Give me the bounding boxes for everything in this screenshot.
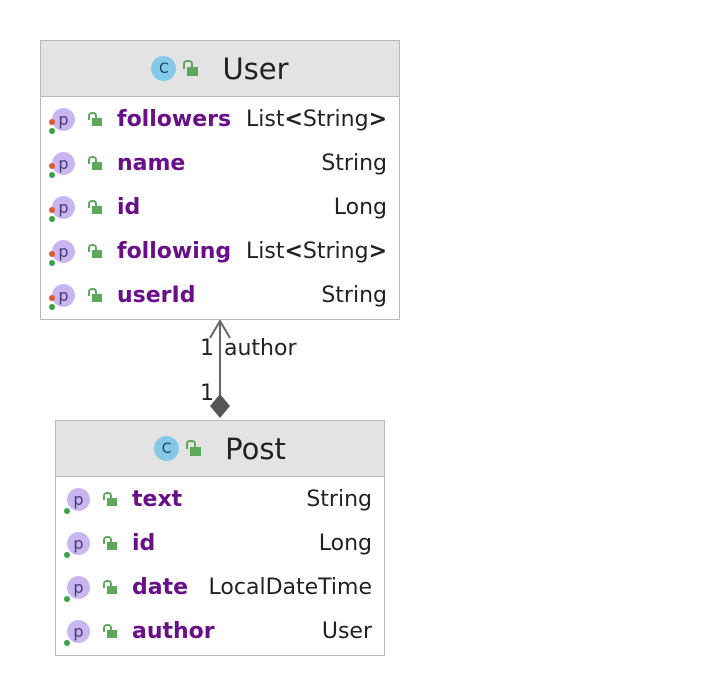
field-row[interactable]: p author User: [56, 609, 384, 653]
property-icon: p: [64, 619, 90, 646]
class-kind-icon: C: [154, 436, 180, 461]
class-box-post[interactable]: C Post p text String p id Long p date Lo…: [55, 420, 385, 656]
field-row[interactable]: p text String: [56, 477, 384, 521]
property-icon: p: [49, 195, 75, 222]
class-header: C Post: [56, 421, 384, 477]
public-visibility-icon: [103, 491, 118, 507]
field-row[interactable]: p id Long: [56, 521, 384, 565]
class-name: User: [222, 51, 289, 86]
field-row[interactable]: p id Long: [41, 185, 399, 229]
user-multiplicity-label: 1: [200, 336, 214, 361]
field-type: LocalDateTime: [208, 574, 372, 600]
public-visibility-icon: [88, 111, 103, 127]
field-type: Long: [318, 530, 372, 556]
public-visibility-icon: [88, 287, 103, 303]
property-icon: p: [49, 283, 75, 310]
field-row[interactable]: p userId String: [41, 273, 399, 317]
field-name: text: [132, 486, 183, 512]
public-visibility-icon: [88, 155, 103, 171]
field-name: id: [117, 194, 141, 220]
field-row[interactable]: p name String: [41, 141, 399, 185]
field-row[interactable]: p following List<String>: [41, 229, 399, 273]
post-multiplicity-label: 1: [200, 381, 214, 406]
property-icon: p: [49, 107, 75, 134]
field-name: name: [117, 150, 186, 176]
property-icon: p: [64, 487, 90, 514]
public-visibility-icon: [103, 579, 118, 595]
field-type: String: [321, 282, 387, 308]
public-visibility-icon: [103, 535, 118, 551]
class-header: C User: [41, 41, 399, 97]
association-role-label: author: [224, 336, 297, 361]
field-row[interactable]: p followers List<String>: [41, 97, 399, 141]
class-name: Post: [225, 431, 286, 466]
public-visibility-icon: [88, 199, 103, 215]
navigability-arrowhead: [209, 319, 231, 339]
property-icon: p: [49, 239, 75, 266]
field-name: followers: [117, 106, 232, 132]
public-visibility-icon: [186, 440, 203, 457]
public-visibility-icon: [103, 623, 118, 639]
field-type: User: [321, 618, 372, 644]
field-name: userId: [117, 282, 196, 308]
field-type: String: [306, 486, 372, 512]
field-name: author: [132, 618, 215, 644]
composition-diamond: [210, 394, 230, 418]
field-row[interactable]: p date LocalDateTime: [56, 565, 384, 609]
field-name: following: [117, 238, 232, 264]
class-box-user[interactable]: C User p followers List<String> p name S…: [40, 40, 400, 320]
class-kind-icon: C: [151, 56, 177, 81]
public-visibility-icon: [183, 60, 200, 77]
field-name: date: [132, 574, 189, 600]
field-name: id: [132, 530, 156, 556]
public-visibility-icon: [88, 243, 103, 259]
field-type: List<String>: [246, 106, 387, 132]
field-type: String: [321, 150, 387, 176]
property-icon: p: [64, 531, 90, 558]
field-type: Long: [333, 194, 387, 220]
field-type: List<String>: [246, 238, 387, 264]
property-icon: p: [64, 575, 90, 602]
property-icon: p: [49, 151, 75, 178]
